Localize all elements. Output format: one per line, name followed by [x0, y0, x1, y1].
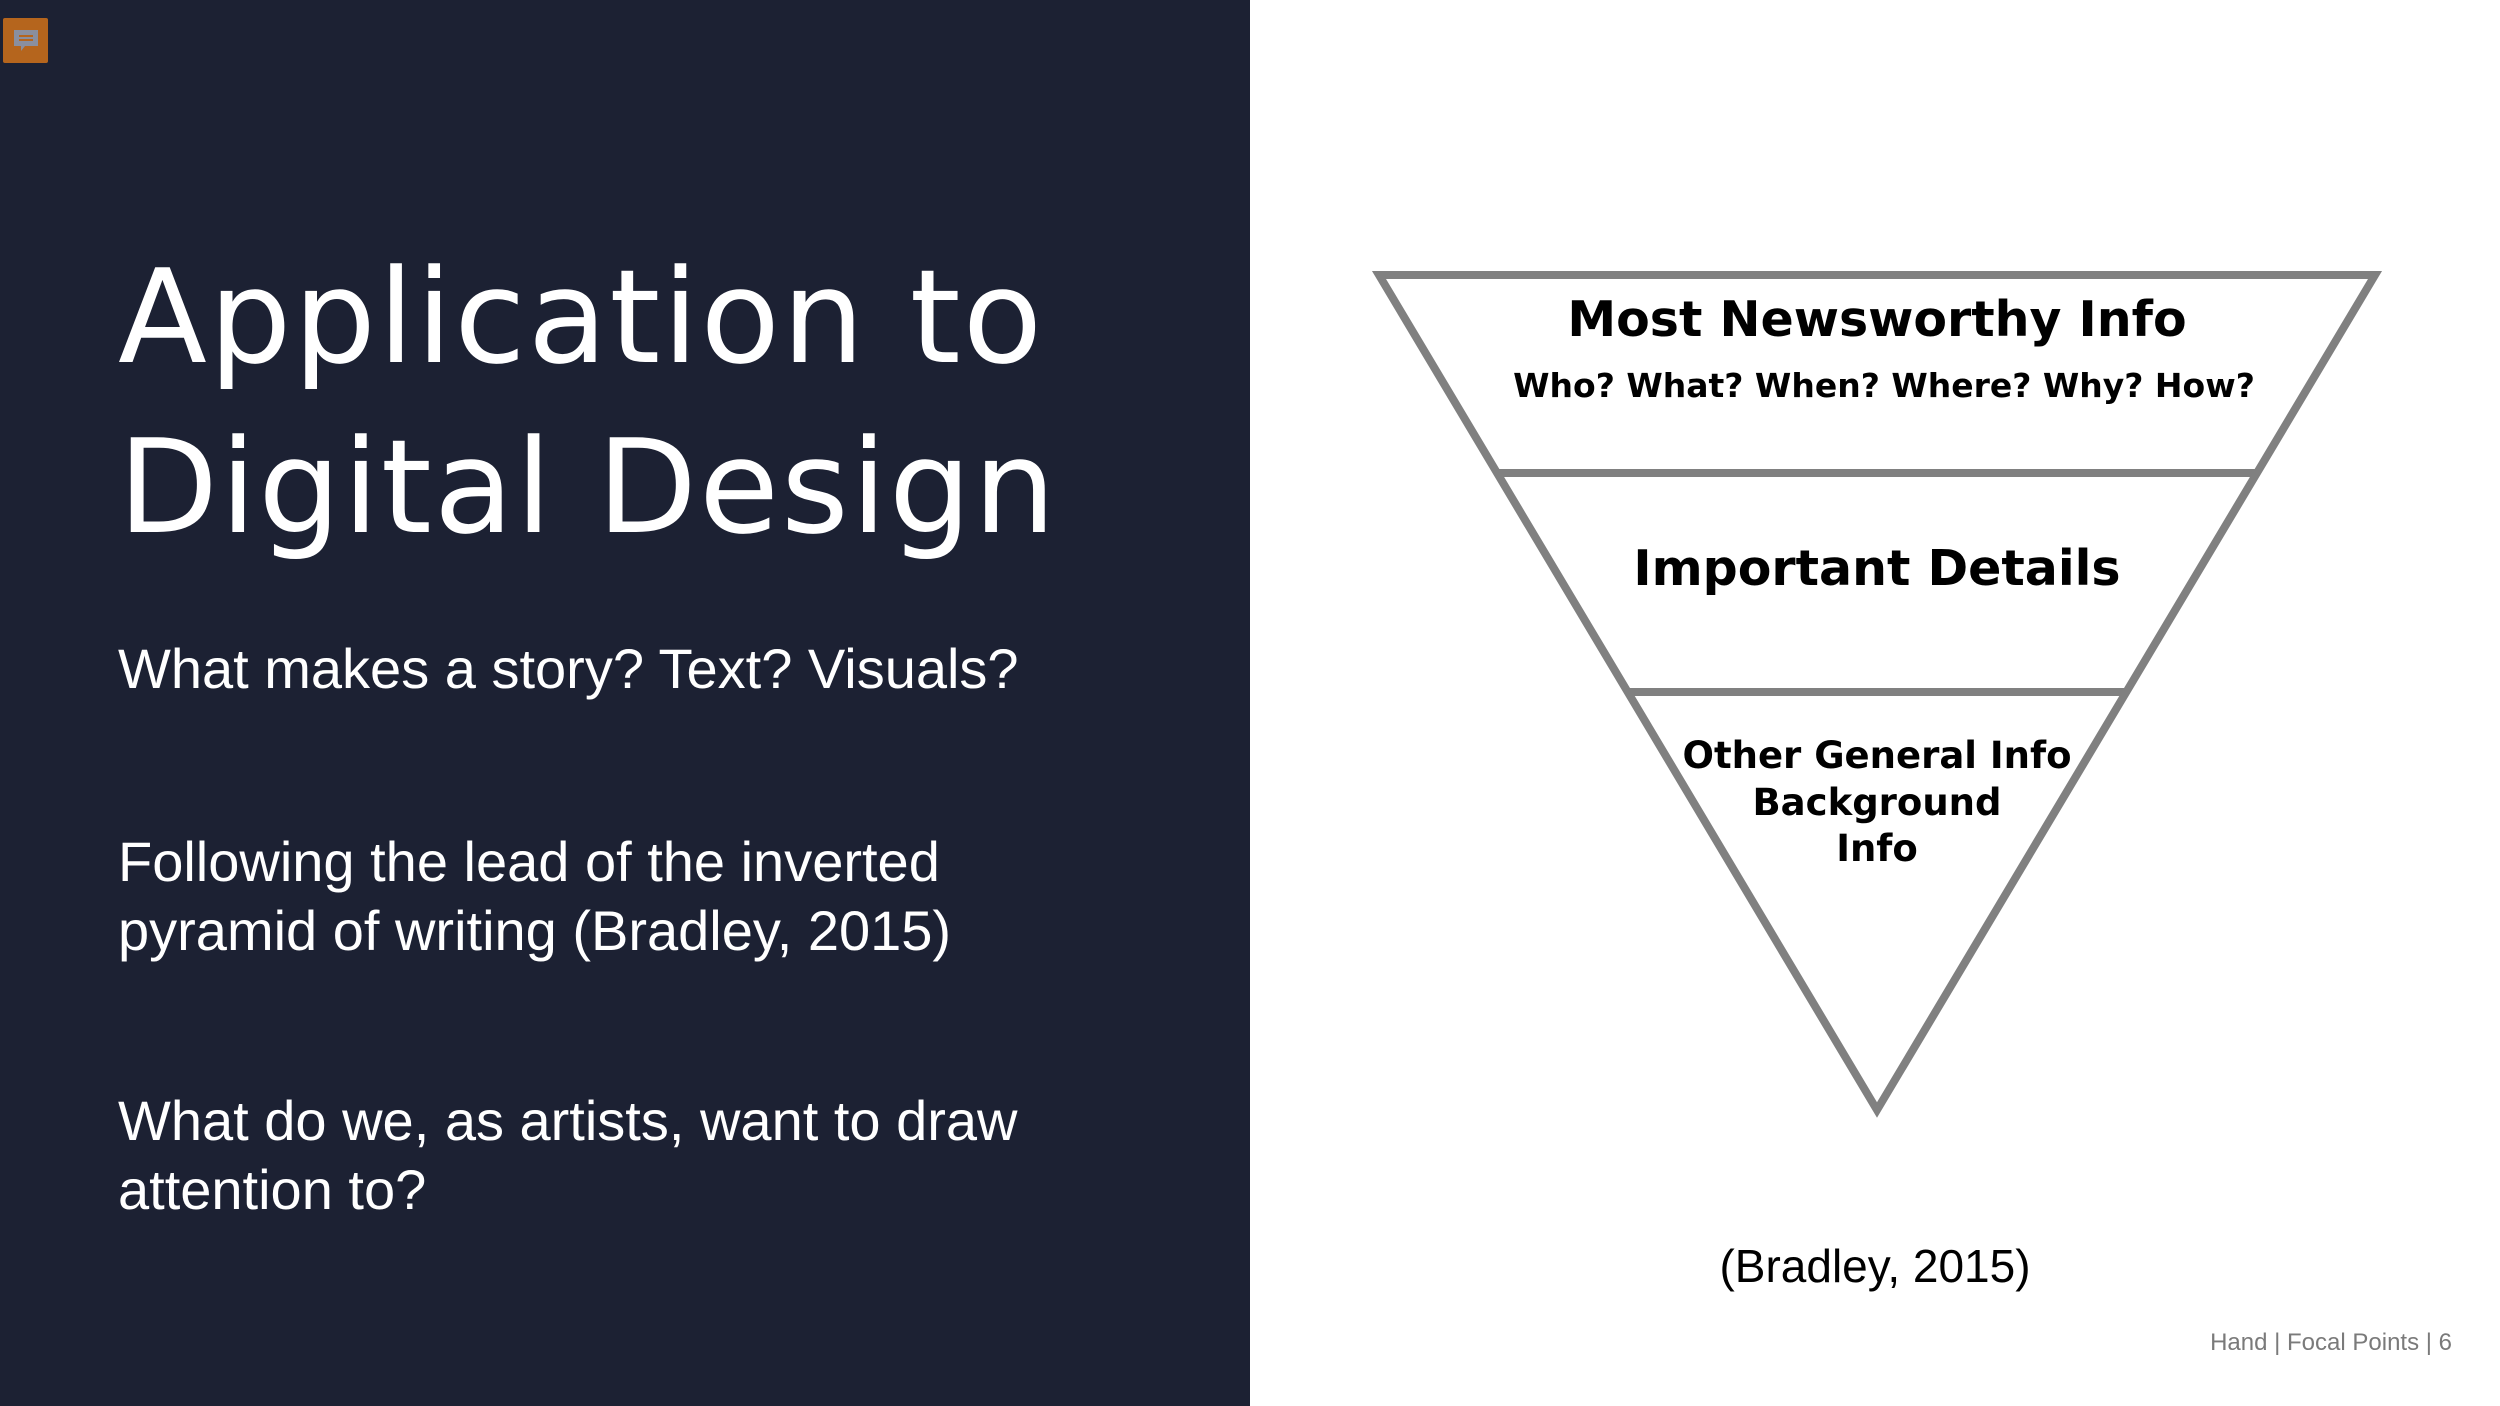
- tier-3-line-1: Other General Info: [1682, 734, 2071, 777]
- speech-bubble-icon: [13, 29, 38, 51]
- title-line-2: Digital Design: [118, 411, 1058, 563]
- tier-3-line-3: Info: [1836, 827, 1918, 870]
- slide-footer: Hand | Focal Points | 6: [2210, 1329, 2452, 1356]
- question-story-paragraph: What makes a story? Text? Visuals?: [118, 634, 1218, 703]
- tier-1-subheading: Who? What? When? Where? Why? How?: [1513, 366, 2255, 405]
- slide-title: Application to Digital Design: [118, 232, 1058, 572]
- paragraph-line: attention to?: [118, 1158, 427, 1221]
- inverted-pyramid-paragraph: Following the lead of the inverted pyram…: [118, 827, 1218, 965]
- paragraph-line: What makes a story? Text? Visuals?: [118, 637, 1019, 700]
- artists-attention-paragraph: What do we, as artists, want to draw att…: [118, 1086, 1218, 1224]
- left-panel: Application to Digital Design What makes…: [0, 0, 1250, 1406]
- paragraph-line: pyramid of writing (Bradley, 2015): [118, 899, 952, 962]
- tier-1-heading: Most Newsworthy Info: [1567, 291, 2186, 348]
- tier-2-heading: Important Details: [1633, 540, 2120, 597]
- tier-3-line-2: Background: [1752, 781, 2001, 824]
- paragraph-line: What do we, as artists, want to draw: [118, 1089, 1018, 1152]
- title-line-1: Application to: [118, 241, 1045, 393]
- comment-icon[interactable]: [3, 18, 48, 63]
- figure-citation: (Bradley, 2015): [1719, 1240, 2031, 1292]
- pyramid-outline: [1371, 271, 2383, 1118]
- paragraph-line: Following the lead of the inverted: [118, 830, 940, 893]
